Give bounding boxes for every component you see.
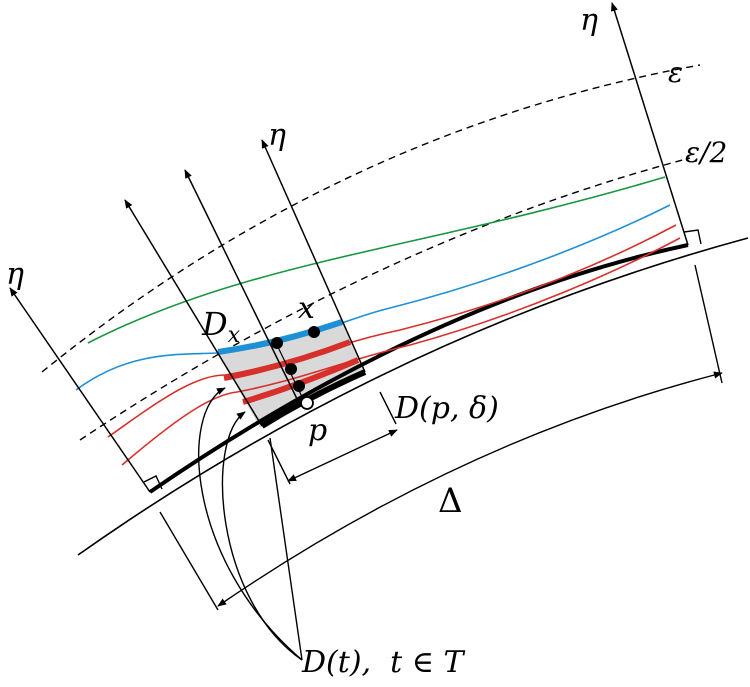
eta-label-middle: η xyxy=(268,118,286,153)
normal-arrow-2 xyxy=(184,169,301,406)
dx-label: Dx xyxy=(201,305,241,348)
base-curve xyxy=(77,237,749,556)
point-fiber-2 xyxy=(293,380,305,392)
red-curve-2 xyxy=(121,237,681,466)
d-p-delta-dimension-arrow xyxy=(287,429,398,482)
x-label: x xyxy=(298,291,315,326)
epsilon-half-label: ε/2 xyxy=(685,136,727,169)
epsilon-label: ε xyxy=(668,56,683,89)
dx-label-sub: x xyxy=(228,323,241,348)
eta-label-right: η xyxy=(580,3,598,38)
eta-label-left: η xyxy=(6,257,24,292)
eta-axis-middle xyxy=(261,139,366,373)
red-curve-1 xyxy=(107,224,677,438)
blue-curve xyxy=(75,204,671,391)
green-curve xyxy=(87,176,666,344)
point-p xyxy=(300,396,314,410)
p-label: p xyxy=(308,413,327,448)
right-angle-mark-right xyxy=(683,229,702,245)
point-fiber-1 xyxy=(285,363,297,375)
epsilon-curve xyxy=(41,64,701,373)
dx-label-main: D xyxy=(201,305,228,343)
delta-dimension-arrow xyxy=(217,371,723,607)
d-p-delta-label: D(p, δ) xyxy=(394,391,499,426)
delta-label: Δ xyxy=(438,481,463,521)
epsilon-half-curve xyxy=(79,157,691,441)
eta-axis-right xyxy=(610,2,689,246)
right-angle-mark-left xyxy=(143,475,163,490)
extension-line-1 xyxy=(159,511,219,611)
point-dx xyxy=(271,337,283,349)
extension-line-4 xyxy=(694,264,723,384)
leader-arrow-2 xyxy=(221,411,303,661)
point-x xyxy=(308,326,320,338)
d-t-label: D(t), t ∈ T xyxy=(301,645,465,680)
leader-line-3 xyxy=(269,437,303,661)
eta-axis-left xyxy=(9,287,151,493)
extension-line-3 xyxy=(379,391,397,425)
